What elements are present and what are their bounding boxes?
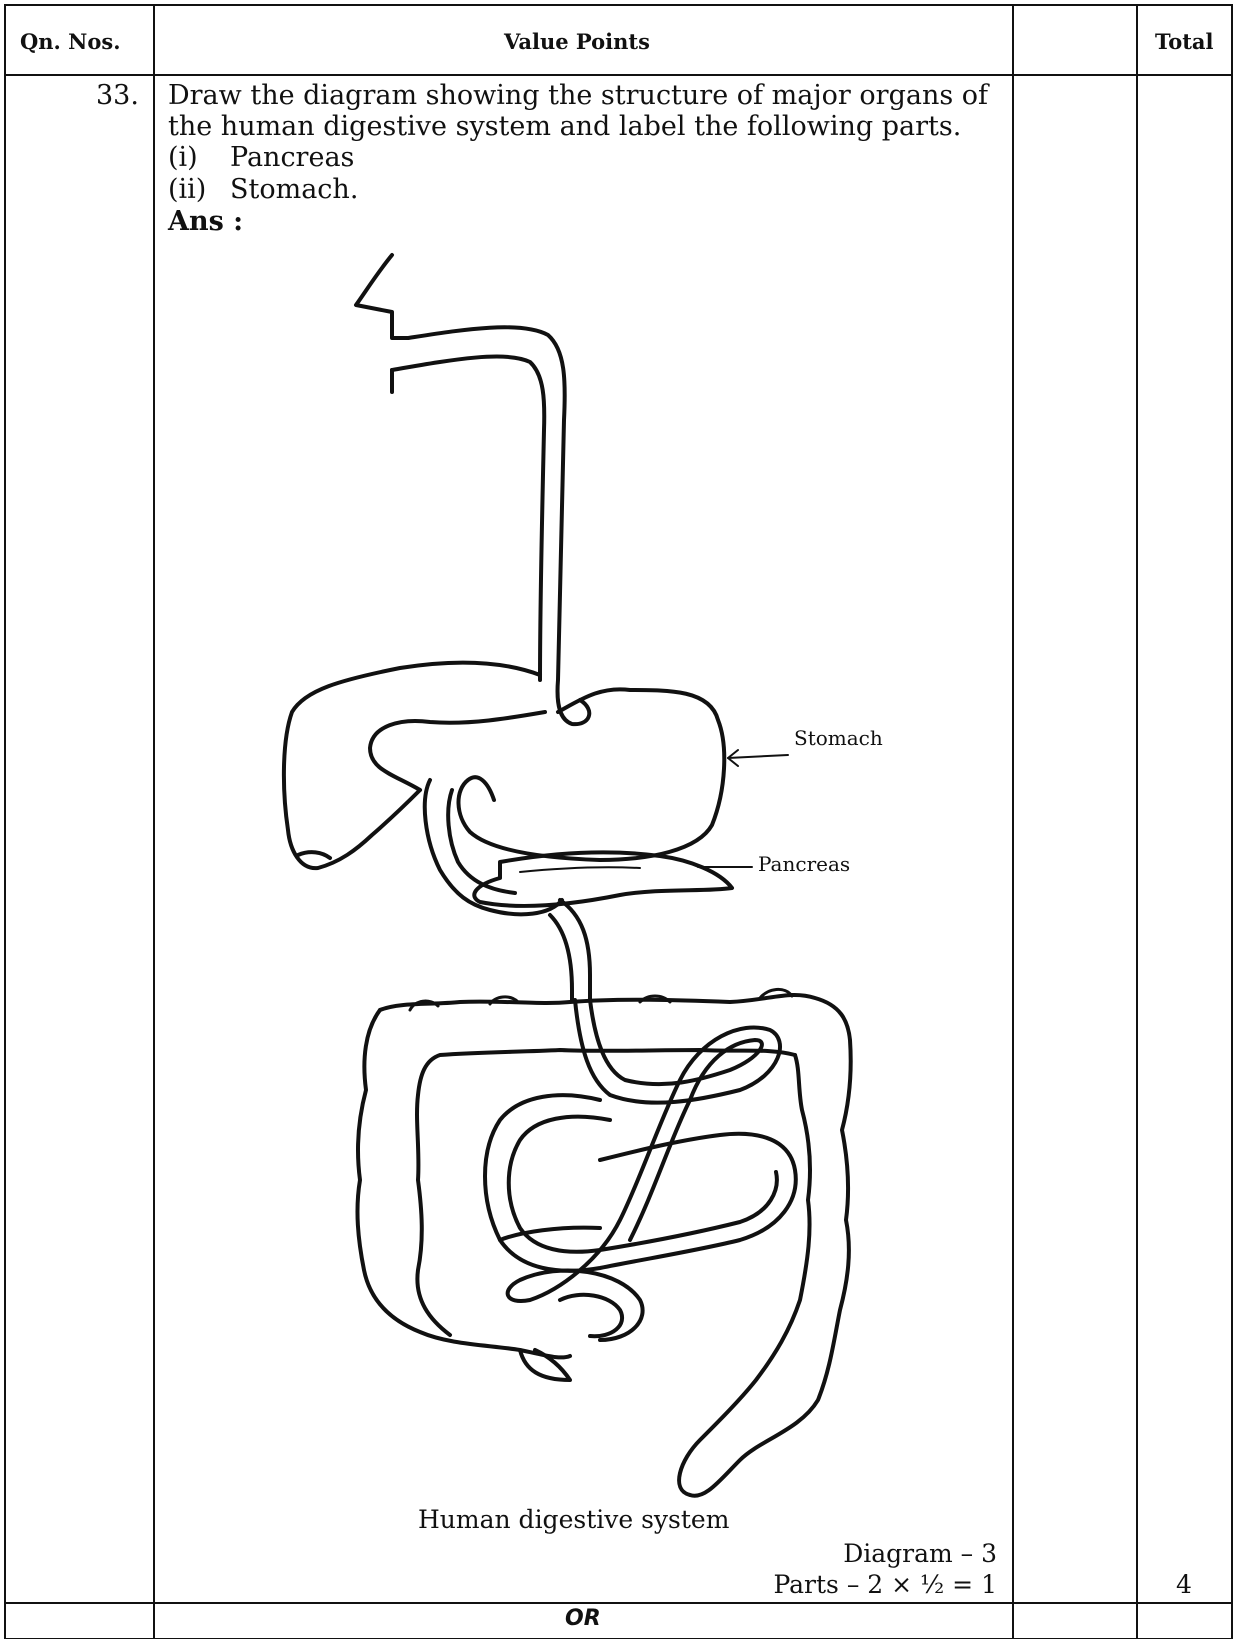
- diagram-caption: Human digestive system: [418, 1505, 729, 1534]
- parts-marks: Parts – 2 × ½ = 1: [773, 1570, 997, 1599]
- or-separator: OR: [565, 1606, 601, 1631]
- diagram-marks: Diagram – 3: [843, 1539, 997, 1568]
- stomach-label: Stomach: [794, 726, 883, 750]
- total-marks: 4: [1176, 1570, 1192, 1599]
- pancreas-label: Pancreas: [758, 852, 850, 876]
